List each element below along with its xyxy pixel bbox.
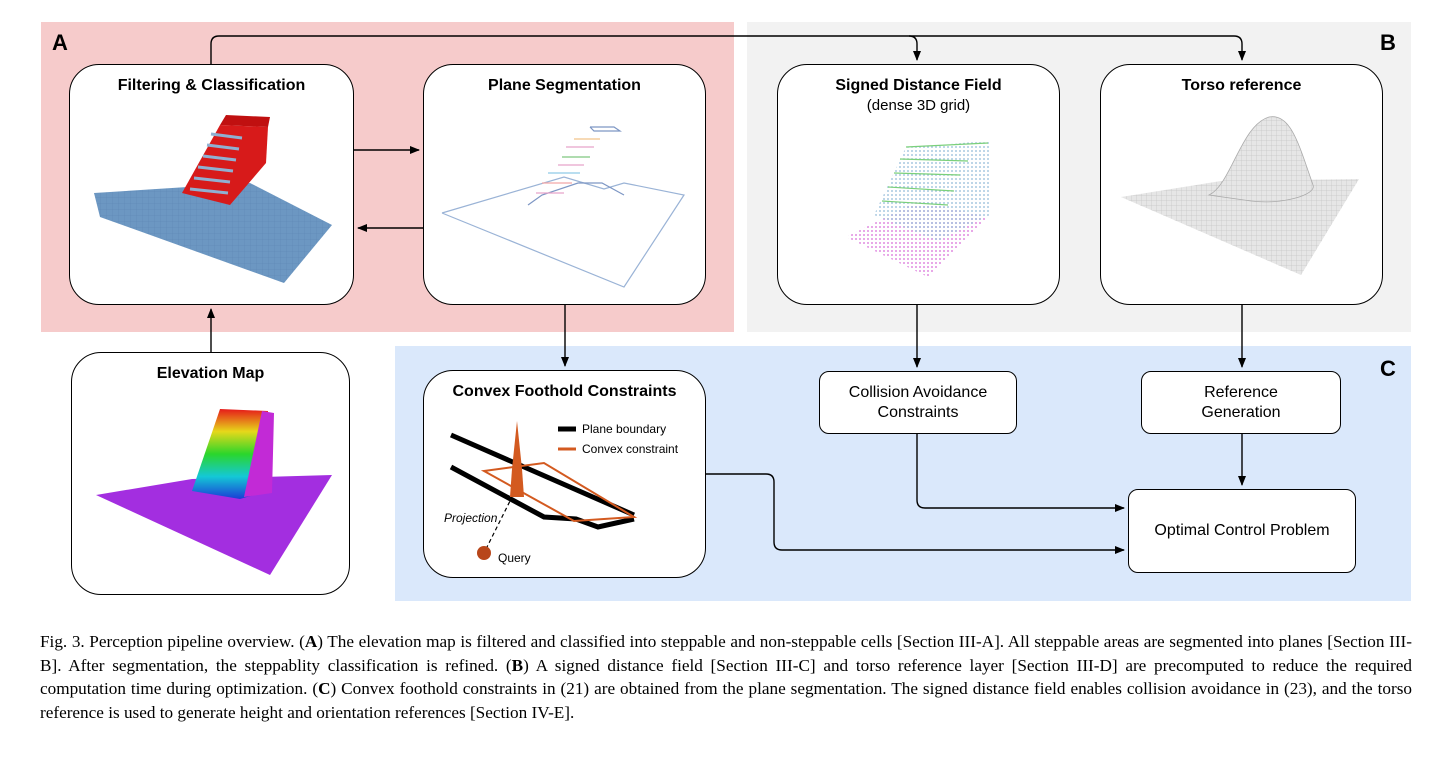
collision-avoidance-line1: Collision Avoidance <box>848 383 988 401</box>
plane-boundary-lower <box>449 464 635 530</box>
caption-part2: ) A signed distance field [Section III-C… <box>40 655 1412 699</box>
arrow-collision-to-ocp <box>916 434 1125 512</box>
filtering-classification-title: Filtering & Classification <box>117 77 306 94</box>
collision-avoidance-line2: Constraints <box>877 403 959 421</box>
signed-distance-field-title: Signed Distance Field <box>835 77 1002 94</box>
caption-label-c: C <box>318 679 331 698</box>
region-c-label: C <box>1380 356 1396 381</box>
torso-reference-image <box>1121 116 1359 275</box>
elevation-map-box: Elevation Map <box>71 352 350 595</box>
caption-part3: ) Convex foothold constraints in (21) ar… <box>40 679 1412 722</box>
signed-distance-field-subtitle: (dense 3D grid) <box>866 97 971 114</box>
projection-arrow-shape <box>510 421 524 497</box>
caption-label-b: B <box>511 655 524 675</box>
query-point <box>477 546 491 560</box>
caption-prefix: Fig. 3. Perception pipeline overview. ( <box>40 632 305 651</box>
figure-caption: Fig. 3. Perception pipeline overview. (A… <box>40 630 1412 724</box>
filtering-classification-box: Filtering & Classification <box>69 64 354 305</box>
plane-segmentation-image <box>441 126 685 288</box>
caption-label-a: A <box>304 632 318 651</box>
region-b-label: B <box>1380 30 1396 55</box>
optimal-control-problem-label: Optimal Control Problem <box>1154 522 1330 539</box>
torso-reference-box: Torso reference <box>1100 64 1383 305</box>
elevation-map-title: Elevation Map <box>156 365 265 382</box>
projection-label: Projection <box>444 511 498 525</box>
convex-foothold-image <box>449 421 638 560</box>
collision-avoidance-box: Collision Avoidance Constraints <box>819 371 1017 434</box>
reference-generation-line2: Generation <box>1201 403 1281 421</box>
elevation-map-image <box>96 409 332 575</box>
caption-part1: ) The elevation map is filtered and clas… <box>40 632 1412 675</box>
query-label: Query <box>498 551 531 565</box>
plane-segmentation-box: Plane Segmentation <box>423 64 706 305</box>
convex-constraint-polygon <box>480 461 638 523</box>
arrow-top-to-torso <box>909 35 1246 61</box>
signed-distance-field-box: Signed Distance Field (dense 3D grid) <box>777 64 1060 305</box>
torso-reference-title: Torso reference <box>1181 77 1302 94</box>
legend-boundary-label: Plane boundary <box>582 422 667 436</box>
region-a-label: A <box>52 30 68 55</box>
reference-generation-line1: Reference <box>1204 383 1278 401</box>
projection-line <box>485 500 511 550</box>
legend-constraint-label: Convex constraint <box>582 442 679 456</box>
signed-distance-field-image <box>846 141 990 277</box>
filtering-classification-image <box>94 115 332 283</box>
optimal-control-problem-box: Optimal Control Problem <box>1128 489 1356 573</box>
arrow-convex-to-ocp <box>706 473 1125 554</box>
plane-boundary-upper <box>449 432 636 518</box>
convex-foothold-constraints-title: Convex Foothold Constraints <box>452 383 677 400</box>
convex-foothold-constraints-box: Convex Foothold Constraints Plane bounda… <box>423 370 706 578</box>
arrow-top-to-sdf <box>210 35 921 64</box>
reference-generation-box: Reference Generation <box>1141 371 1341 434</box>
plane-segmentation-title: Plane Segmentation <box>488 77 641 94</box>
